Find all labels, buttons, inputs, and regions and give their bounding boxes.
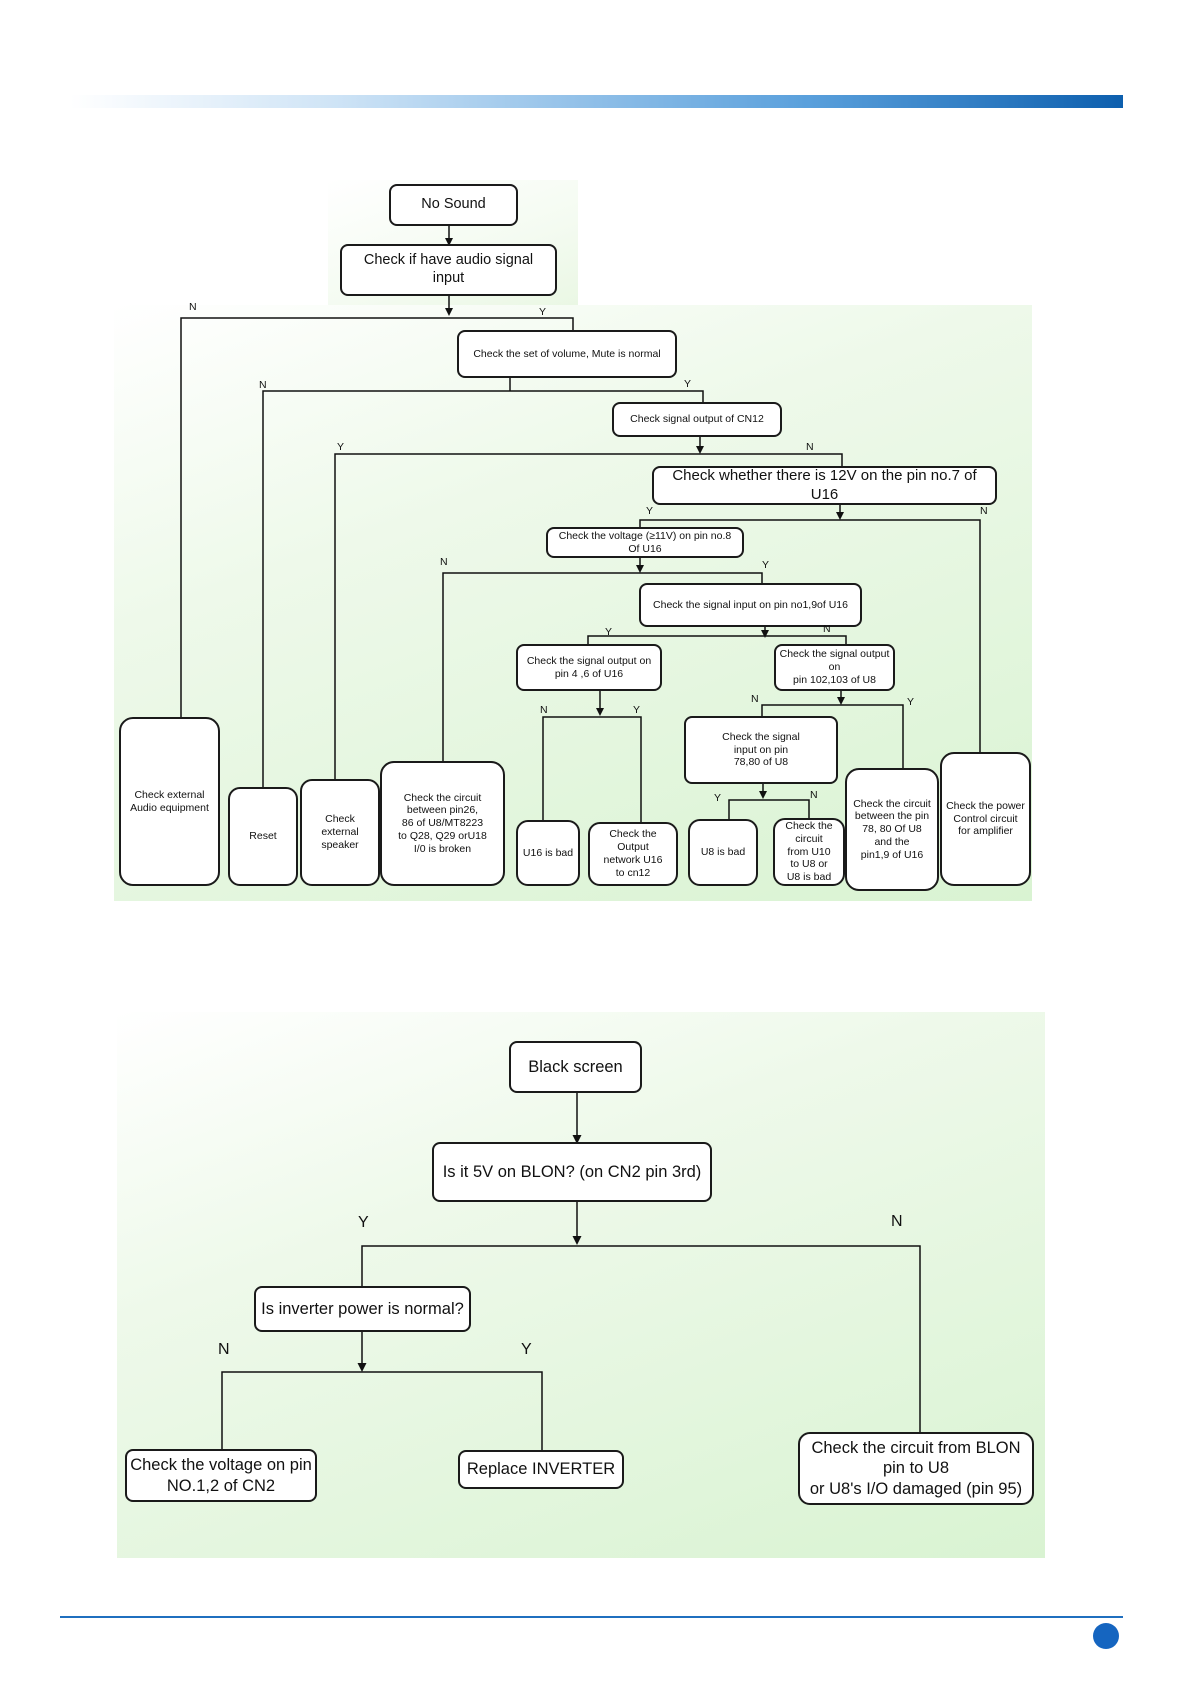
node-check-output-pin4-6: Check the signal output on pin 4 ,6 of U… [516, 644, 662, 691]
node-check-12v-pin7: Check whether there is 12V on the pin no… [652, 466, 997, 505]
node-inverter-power: Is inverter power is normal? [254, 1286, 471, 1332]
label-n: N [218, 1341, 230, 1358]
label-y: Y [646, 505, 654, 517]
label-n: N [189, 301, 197, 313]
label-y: Y [907, 696, 915, 708]
node-check-circuit-blon: Check the circuit from BLON pin to U8 or… [798, 1432, 1034, 1505]
node-check-audio-input: Check if have audio signal input [340, 244, 557, 296]
node-check-voltage-cn2: Check the voltage on pin NO.1,2 of CN2 [125, 1449, 317, 1502]
label-y: Y [714, 792, 722, 804]
node-check-volume-mute: Check the set of volume, Mute is normal [457, 330, 677, 378]
label-n: N [540, 704, 548, 716]
label-y: Y [684, 378, 692, 390]
node-check-circuit-pin78-80: Check the circuit between the pin 78, 80… [845, 768, 939, 891]
label-n: N [806, 441, 814, 453]
label-n: N [810, 789, 818, 801]
node-reset: Reset [228, 787, 298, 886]
node-check-input-pin78-80: Check the signal input on pin 78,80 of U… [684, 716, 838, 784]
node-u16-bad: U16 is bad [516, 820, 580, 886]
node-check-5v-blon: Is it 5V on BLON? (on CN2 pin 3rd) [432, 1142, 712, 1202]
label-n: N [980, 505, 988, 517]
label-n: N [259, 379, 267, 391]
label-y: Y [337, 441, 345, 453]
header-gradient-bar [70, 95, 1123, 108]
label-n: N [891, 1213, 903, 1230]
label-y: Y [539, 306, 547, 318]
node-u8-bad: U8 is bad [688, 819, 758, 886]
node-no-sound: No Sound [389, 184, 518, 226]
label-y: Y [605, 626, 613, 638]
node-black-screen: Black screen [509, 1041, 642, 1093]
label-n: N [751, 693, 759, 705]
label-y: Y [521, 1341, 532, 1358]
label-n: N [440, 556, 448, 568]
node-check-input-pin1-9: Check the signal input on pin no1,9of U1… [639, 583, 862, 627]
node-check-circuit-u10-u8: Check the circuit from U10 to U8 or U8 i… [773, 818, 845, 886]
label-y: Y [633, 704, 641, 716]
node-check-output-pin102-103: Check the signal output on pin 102,103 o… [774, 644, 895, 691]
node-check-external-speaker: Check external speaker [300, 779, 380, 886]
node-replace-inverter: Replace INVERTER [458, 1450, 624, 1489]
node-check-power-control: Check the power Control circuit for ampl… [940, 752, 1031, 886]
node-check-external-audio: Check external Audio equipment [119, 717, 220, 886]
footer-line [60, 1616, 1123, 1618]
node-check-output-network: Check the Output network U16 to cn12 [588, 822, 678, 886]
node-check-circuit-pin26-86: Check the circuit between pin26, 86 of U… [380, 761, 505, 886]
node-check-11v-pin8: Check the voltage (≥11V) on pin no.8 Of … [546, 527, 744, 558]
node-check-cn12: Check signal output of CN12 [612, 402, 782, 437]
label-y: Y [358, 1214, 369, 1231]
page-number-dot [1093, 1623, 1119, 1649]
label-n: N [823, 623, 831, 635]
label-y: Y [762, 559, 770, 571]
